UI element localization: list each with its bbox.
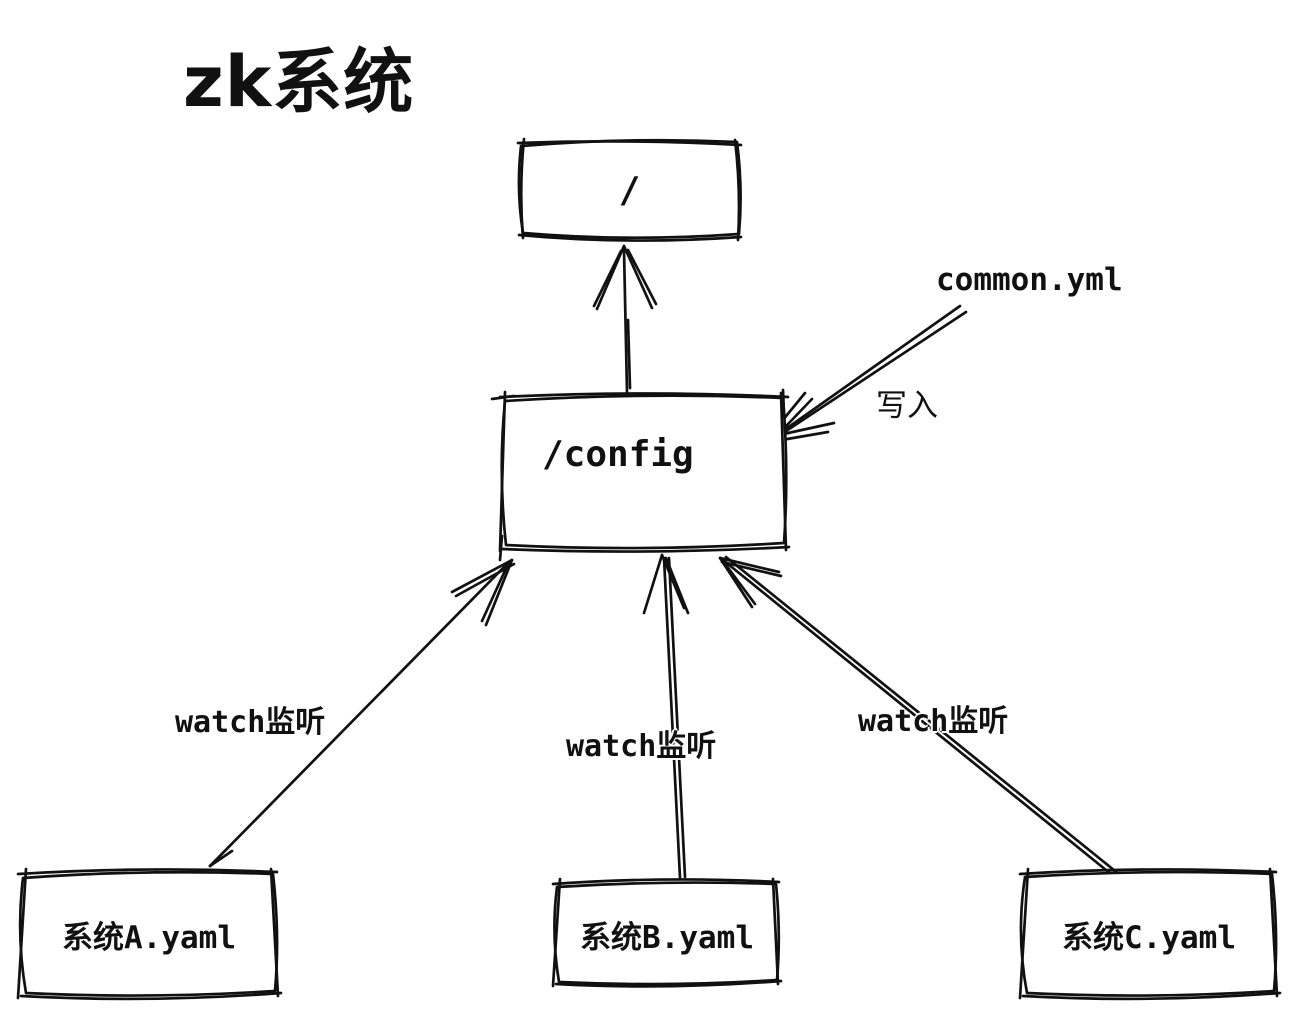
node-sysA-label: 系统A.yaml: [62, 919, 236, 956]
node-config-label: /config: [542, 434, 694, 475]
edge-config-to-root: [592, 244, 658, 394]
edge-watch-a-label: watch监听: [175, 705, 326, 740]
node-sysC-box: [1018, 867, 1282, 1001]
node-sysC-label: 系统C.yaml: [1062, 919, 1236, 956]
edge-write-source-label: common.yml: [936, 262, 1123, 298]
edge-watch-b: [642, 553, 690, 880]
edge-write-action-label: 写入: [876, 388, 938, 424]
node-config-box: [490, 388, 791, 562]
node-root-label: /: [618, 169, 641, 211]
edge-watch-b-label: watch监听: [566, 729, 717, 764]
edge-watch-a: [208, 558, 516, 868]
edge-watch-c-label: watch监听: [858, 704, 1009, 739]
node-sysB-box: [551, 877, 783, 988]
node-sysA-box: [16, 867, 283, 1001]
node-sysB-label: 系统B.yaml: [580, 919, 754, 956]
diagram-title: zk系统: [183, 41, 415, 123]
edge-watch-c: [718, 555, 1132, 889]
node-root-box: [516, 137, 743, 242]
